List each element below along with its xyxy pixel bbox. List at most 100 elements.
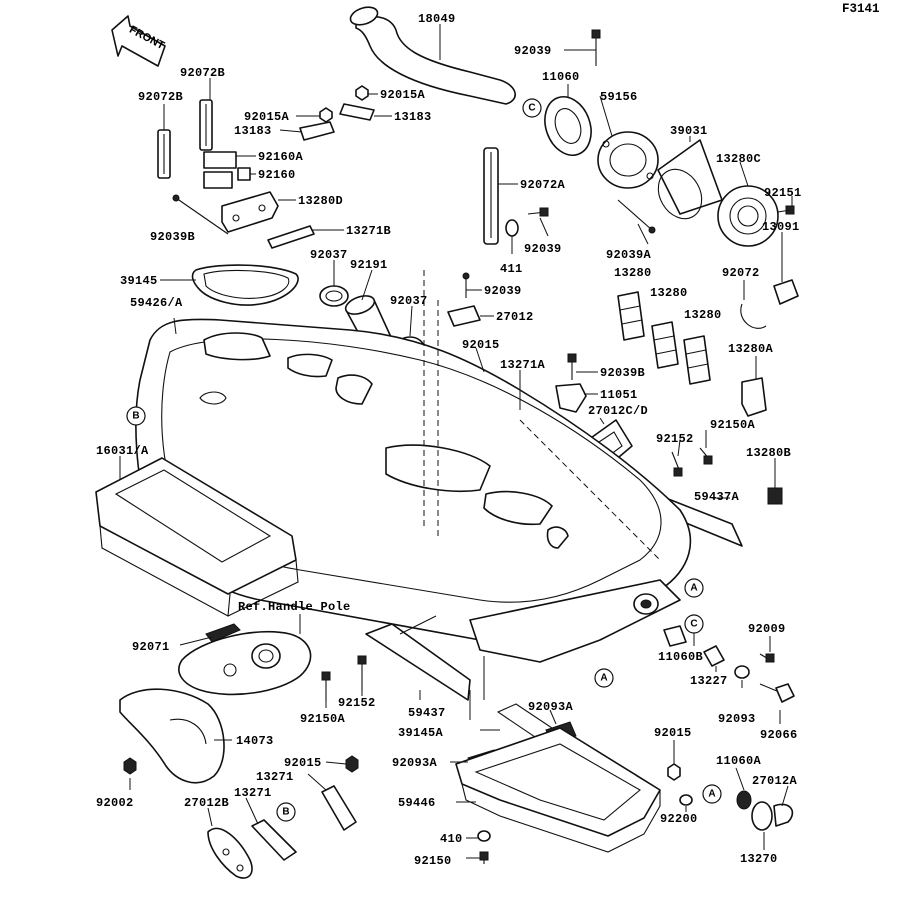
label-92039-mid: 92039	[524, 242, 562, 256]
hull-59426a	[135, 270, 692, 663]
label-92039b-b: 92039B	[600, 366, 645, 380]
marker-a-right: A	[702, 784, 722, 804]
label-92071: 92071	[132, 640, 170, 654]
strip-13271b	[267, 225, 315, 249]
nut-92015a-right	[355, 85, 369, 101]
label-11060b: 11060B	[658, 650, 703, 664]
label-13270: 13270	[740, 852, 778, 866]
label-59426a: 59426/A	[130, 296, 183, 310]
marker-b-left: B	[126, 406, 146, 426]
svg-text:C: C	[690, 619, 697, 630]
label-13183-b: 13183	[394, 110, 432, 124]
label-39031: 39031	[670, 124, 708, 138]
label-59437a: 59437A	[694, 490, 740, 504]
label-92039b: 92039B	[150, 230, 195, 244]
label-13280d: 13280D	[298, 194, 343, 208]
label-13280a: 13280A	[728, 342, 774, 356]
plate-27012	[447, 305, 481, 327]
label-13271a: 13271A	[500, 358, 546, 372]
label-13183-a: 13183	[234, 124, 272, 138]
part-number-labels: 18049 92039 11060 59156 39031 13280C 921…	[96, 12, 801, 868]
label-92200: 92200	[660, 812, 698, 826]
plug-92066	[759, 683, 795, 703]
plate-13270	[751, 801, 773, 831]
gasket-11060a	[736, 790, 752, 810]
label-13280-b: 13280	[650, 286, 688, 300]
cover-27012b	[207, 827, 253, 879]
label-411: 411	[500, 262, 523, 276]
latch-strap-92072b-right	[199, 99, 213, 151]
screw-92009	[759, 653, 775, 663]
label-14073: 14073	[236, 734, 274, 748]
washer-92200	[679, 794, 693, 806]
nut-92015-right	[667, 763, 681, 781]
bolt-92002	[123, 757, 137, 775]
label-92015-c: 92015	[654, 726, 692, 740]
hose-18049	[349, 6, 516, 105]
label-92093a-a: 92093A	[528, 700, 574, 714]
pad-13280b	[767, 487, 783, 505]
label-27012b: 27012B	[184, 796, 229, 810]
label-92150a-b: 92150A	[300, 712, 346, 726]
label-11060a: 11060A	[716, 754, 762, 768]
housing-59156	[597, 131, 659, 189]
marker-a-hull: A	[684, 578, 704, 598]
bolt-92150a-right	[699, 447, 713, 465]
label-410: 410	[440, 832, 463, 846]
label-13271-a: 13271	[256, 770, 294, 784]
spacer-14073	[119, 688, 225, 784]
svg-text:A: A	[600, 673, 607, 684]
hinge-cover	[178, 630, 312, 696]
bolt-92151	[777, 205, 795, 215]
label-13280-c: 13280	[684, 308, 722, 322]
label-92093a-b: 92093A	[392, 756, 438, 770]
label-92160a	[203, 151, 237, 169]
cap-27012a	[773, 803, 794, 827]
label-92072: 92072	[722, 266, 760, 280]
label-39145: 39145	[120, 274, 158, 288]
cap-13091	[773, 279, 799, 305]
marker-c-top: C	[522, 98, 542, 118]
label-92072b-a: 92072B	[180, 66, 225, 80]
storage-bin-16031a	[95, 457, 299, 617]
coupler-13280-a	[617, 291, 645, 341]
label-92072a: 92072A	[520, 178, 566, 192]
washer-411	[505, 219, 519, 237]
screw-92152-left	[357, 655, 367, 690]
label-18049: 18049	[418, 12, 456, 26]
label-39145a: 39145A	[398, 726, 444, 740]
svg-text:B: B	[132, 411, 139, 422]
nozzle-39031	[657, 139, 723, 220]
coupler-13280a	[741, 377, 767, 417]
label-27012a: 27012A	[752, 774, 798, 788]
label-92037-a: 92037	[310, 248, 348, 262]
washer-410	[477, 830, 491, 842]
label-92039-c: 92039	[484, 284, 522, 298]
figure-code: F3141	[842, 2, 880, 16]
pin-92039a	[617, 199, 656, 234]
label-92037-b: 92037	[390, 294, 428, 308]
label-92150a-a: 92150A	[710, 418, 756, 432]
label-16031a: 16031/A	[96, 444, 149, 458]
label-11051: 11051	[600, 388, 638, 402]
gasket-39145	[191, 264, 299, 306]
label-92152-b: 92152	[338, 696, 376, 710]
label-92039a: 92039A	[606, 248, 652, 262]
screw-92039b	[172, 194, 229, 235]
intake-grate	[633, 593, 659, 615]
front-arrow-icon: FRONT	[111, 15, 166, 67]
nut-92015a-left	[319, 107, 333, 123]
plate-13183-right	[339, 103, 375, 121]
plate-13183-left	[299, 121, 335, 141]
label-92093: 92093	[718, 712, 756, 726]
plate-59446	[455, 727, 661, 853]
gasket-11060b	[663, 625, 687, 647]
label-92072b-b: 92072B	[138, 90, 183, 104]
svg-text:B: B	[282, 807, 289, 818]
label-92160: 92160	[258, 168, 296, 182]
label-13271b: 13271B	[346, 224, 391, 238]
marker-c-hull: C	[684, 614, 704, 634]
plate-13271-b	[321, 785, 357, 831]
screw-92152-right	[671, 451, 683, 477]
label-92160a: 92160A	[258, 150, 304, 164]
